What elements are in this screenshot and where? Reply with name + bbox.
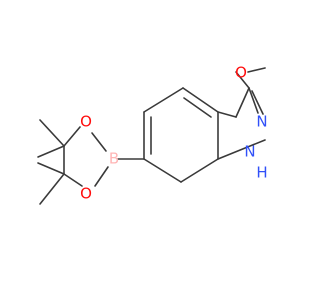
- boron-label: B: [109, 150, 119, 168]
- bond-methyl-1: [37, 145, 65, 158]
- bond-o-methyl: [247, 67, 266, 73]
- bond-five-a: [217, 111, 237, 118]
- bond-b-o-bottom: [94, 166, 109, 187]
- bond-five-c: [248, 87, 259, 114]
- atom-labels: O N N H B O O: [80, 64, 268, 203]
- bond-ring-a: [182, 87, 219, 113]
- molecule-diagram: O N N H B O O: [37, 63, 268, 205]
- bond-five-e: [217, 139, 266, 160]
- oxygen-ring-top-label: O: [80, 113, 92, 131]
- oxygen-methoxy-label: O: [235, 64, 247, 82]
- bond-methyl-4: [39, 173, 65, 205]
- bond-ring-c: [180, 158, 219, 183]
- bond-c-o-methoxy: [235, 71, 250, 89]
- bond-o-c-bottom: [63, 173, 83, 187]
- bond-methyl-3: [37, 162, 65, 175]
- hydrogen-label: H: [256, 164, 267, 182]
- bond-ring-f: [143, 87, 184, 113]
- bond-five-d: [251, 90, 264, 115]
- bond-five-b: [235, 87, 250, 118]
- molecule-structure: O N N H B O O: [37, 64, 268, 205]
- nitrogen-ring-label: N: [256, 113, 267, 131]
- bond-o-c-top: [63, 126, 81, 147]
- bond-methyl-2: [39, 119, 65, 147]
- nitrogen-nh-label: N: [244, 143, 255, 161]
- oxygen-ring-bottom-label: O: [80, 185, 92, 203]
- bonds: [37, 67, 266, 205]
- bond-b-o-top: [91, 132, 107, 152]
- bond-ring-d: [143, 158, 182, 183]
- bond-ring-inner-1: [183, 97, 212, 118]
